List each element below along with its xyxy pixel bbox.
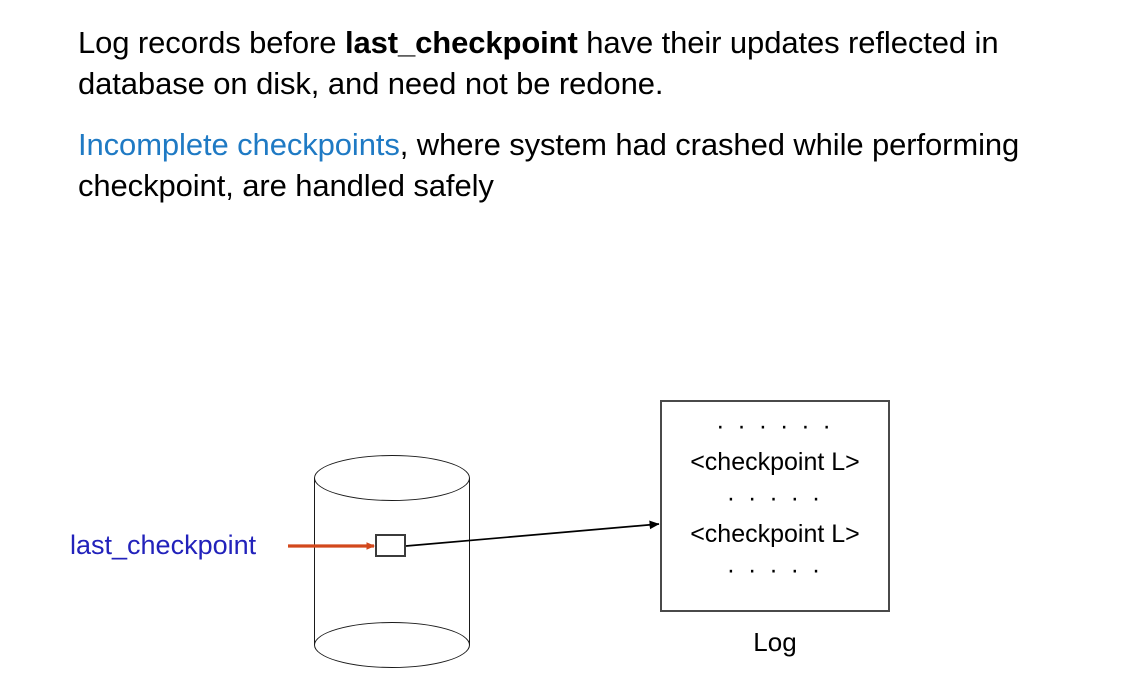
cylinder-body (314, 478, 470, 645)
log-entry-dots-bottom: · · · · · (726, 556, 824, 584)
cylinder-bottom-ellipse (314, 622, 470, 668)
log-box: · · · · · · <checkpoint L> · · · · · <ch… (660, 400, 890, 612)
paragraph-1-tail: have their updates reflected in database… (78, 25, 999, 101)
paragraph-1-emphasis: last_checkpoint (344, 25, 578, 60)
last-checkpoint-label: last_checkpoint (70, 530, 257, 560)
log-entry-dots-middle: · · · · · (726, 484, 824, 512)
paragraph-2-tail: , where system had crashed while perform… (78, 127, 1020, 203)
database-disk-cylinder (314, 455, 472, 669)
paragraph-1-lead: Log records before (78, 25, 345, 60)
paragraph-checkpoint-redo: Log records before last_checkpoint have … (78, 22, 1078, 104)
paragraph-incomplete-checkpoints: Incomplete checkpoints, where system had… (78, 124, 1078, 206)
paragraph-2-accent: Incomplete checkpoints (78, 127, 400, 162)
log-entry-checkpoint-last: <checkpoint L> (690, 520, 860, 548)
log-entries-list: · · · · · · <checkpoint L> · · · · · <ch… (662, 409, 888, 587)
log-entry-dots-top: · · · · · · (716, 412, 834, 440)
last-checkpoint-record-block (375, 534, 406, 557)
log-caption: Log (753, 627, 797, 657)
log-entry-checkpoint-first: <checkpoint L> (690, 448, 860, 476)
cylinder-top-ellipse (314, 455, 470, 501)
